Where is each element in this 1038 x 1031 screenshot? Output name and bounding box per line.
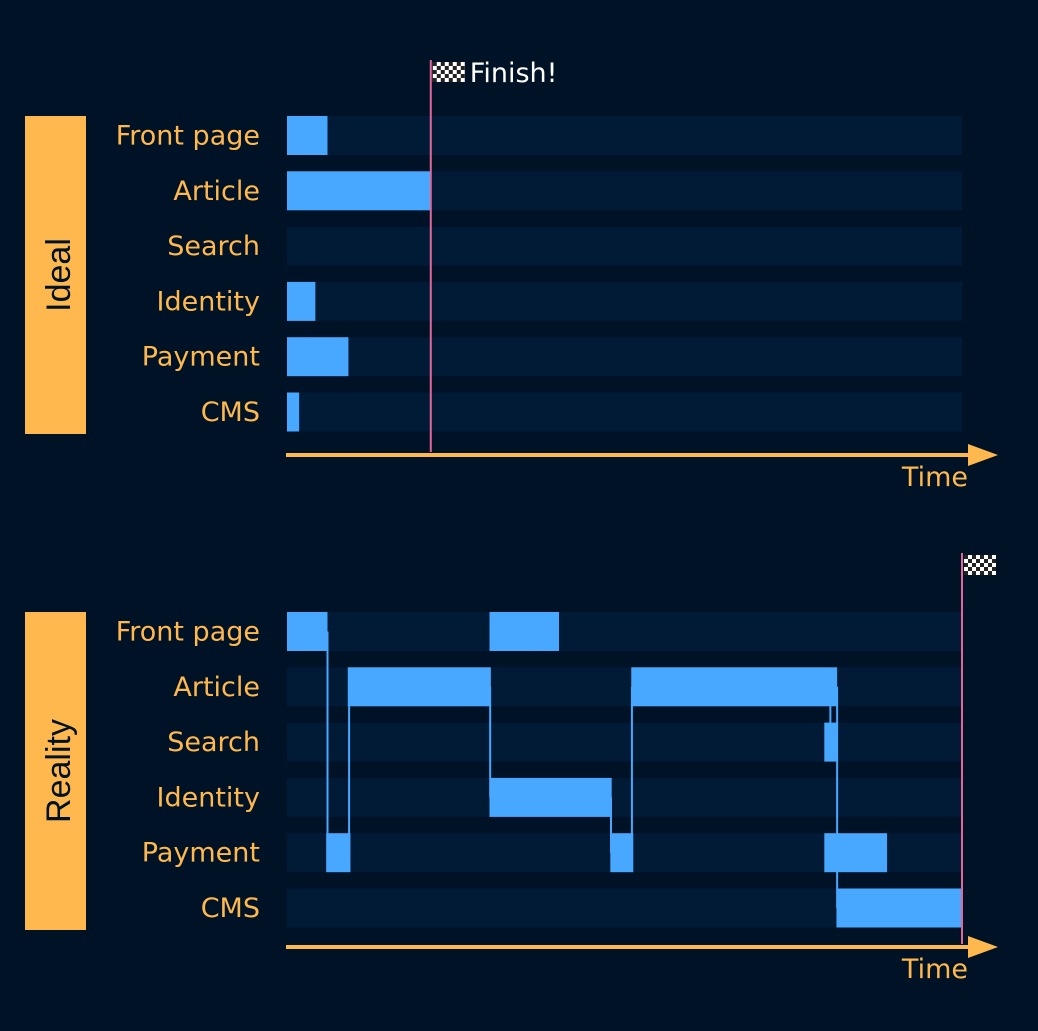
- lane-track: [287, 777, 962, 817]
- task-bar: [836, 888, 962, 928]
- task-bar: [287, 337, 349, 377]
- lane-label: Front page: [116, 617, 260, 648]
- task-bar: [824, 833, 888, 873]
- lane-track: [287, 337, 962, 377]
- lane-track: [287, 116, 962, 155]
- lane-label: Article: [173, 176, 260, 207]
- lane-label: Payment: [142, 342, 260, 373]
- lane-track: [287, 722, 962, 762]
- lane-label: Article: [173, 672, 260, 703]
- task-bar: [287, 171, 431, 211]
- section-label-ideal: Ideal: [40, 238, 78, 312]
- section-label-reality: Reality: [40, 719, 78, 823]
- task-bar: [489, 777, 612, 817]
- lane-track: [287, 392, 962, 432]
- lane-label: CMS: [201, 893, 260, 924]
- finish-label: Finish!: [470, 58, 558, 89]
- lane-group-ideal: Front pageArticleSearchIdentityPaymentCM…: [116, 116, 962, 432]
- task-bar: [631, 667, 838, 707]
- lane-label: CMS: [201, 397, 260, 428]
- bar-group-ideal: [287, 116, 431, 432]
- time-axis-arrow-reality: [968, 936, 998, 958]
- task-bar: [489, 612, 560, 651]
- lane-label: Search: [167, 231, 260, 262]
- task-bar: [326, 833, 351, 873]
- task-bar: [347, 667, 491, 707]
- lane-track: [287, 226, 962, 266]
- task-bar: [287, 392, 300, 432]
- checkered-flag-icon: [432, 62, 465, 82]
- time-axis-label-reality: Time: [901, 954, 968, 985]
- time-axis-arrow-ideal: [968, 444, 998, 466]
- lane-track: [287, 612, 962, 651]
- section-badge-reality: [25, 612, 86, 930]
- task-bar: [287, 612, 328, 651]
- task-bar: [610, 833, 634, 873]
- lane-label: Payment: [142, 838, 260, 869]
- panel-reality: Reality Front pageArticleSearchIdentityP…: [25, 553, 998, 985]
- transition-group-reality: [326, 631, 839, 908]
- lane-label: Identity: [157, 286, 260, 317]
- lane-label: Front page: [116, 121, 260, 152]
- task-bar: [287, 281, 316, 321]
- time-axis-label-ideal: Time: [901, 462, 968, 493]
- lane-label: Identity: [157, 782, 260, 813]
- lane-track: [287, 281, 962, 321]
- section-badge-ideal: [25, 116, 86, 434]
- lane-label: Search: [167, 727, 260, 758]
- panel-ideal: Ideal Front pageArticleSearchIdentityPay…: [25, 58, 998, 493]
- task-bar: [287, 116, 328, 155]
- checkered-flag-icon: [964, 555, 996, 575]
